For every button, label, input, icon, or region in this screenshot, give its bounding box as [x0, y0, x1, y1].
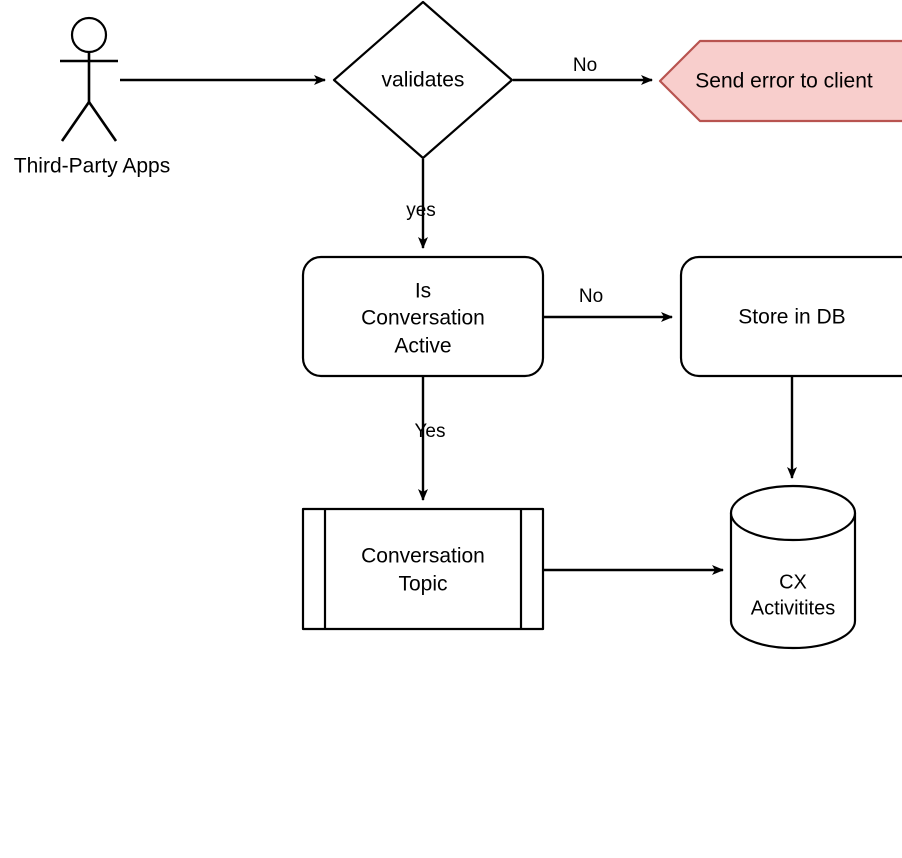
node-is-conversation-active[interactable]: Is Conversation Active: [301, 255, 545, 378]
rounded-rect-shape: [679, 255, 902, 378]
cx-activitites-line1: CX: [779, 571, 807, 593]
edge-label-yes: Yes: [415, 421, 446, 442]
edge-is-active-no-store-db: No: [544, 286, 673, 322]
conversation-topic-line2: Topic: [398, 573, 447, 596]
actor-label: Third-Party Apps: [14, 155, 170, 178]
diamond-shape: [332, 0, 514, 160]
actor-head-icon: [70, 16, 108, 54]
is-conversation-active-line1: Is: [415, 280, 431, 303]
store-in-db-label: Store in DB: [738, 306, 845, 329]
edge-is-active-yes-topic: Yes: [415, 377, 446, 501]
validates-label: validates: [382, 69, 465, 92]
send-error-label: Send error to client: [695, 70, 873, 93]
cylinder-top-ellipse: [729, 484, 857, 542]
node-validates[interactable]: validates: [332, 0, 514, 160]
edge-label-no: No: [573, 55, 597, 76]
actor-legs-icon: [60, 101, 118, 142]
cx-activitites-line2: Activitites: [751, 597, 835, 619]
rounded-rect-shape: [301, 255, 545, 378]
is-conversation-active-line3: Active: [394, 335, 451, 358]
node-conversation-topic[interactable]: Conversation Topic: [301, 507, 545, 631]
node-send-error-to-client[interactable]: Send error to client: [658, 39, 902, 123]
edge-validates-yes-is-active: yes: [406, 159, 436, 249]
edge-label-yes: yes: [406, 200, 436, 221]
node-store-in-db[interactable]: Store in DB: [679, 255, 902, 378]
edge-label-no: No: [579, 286, 603, 307]
node-cx-activitites[interactable]: CX Activitites: [729, 484, 857, 650]
cylinder-body: [729, 511, 857, 650]
node-actor-third-party-apps[interactable]: Third-Party Apps: [14, 16, 170, 178]
edge-validates-no-send-error: No: [513, 55, 653, 85]
is-conversation-active-line2: Conversation: [361, 307, 485, 330]
hexagon-shape: [658, 39, 902, 123]
predefined-process-shape: [301, 507, 545, 631]
conversation-topic-line1: Conversation: [361, 545, 485, 568]
